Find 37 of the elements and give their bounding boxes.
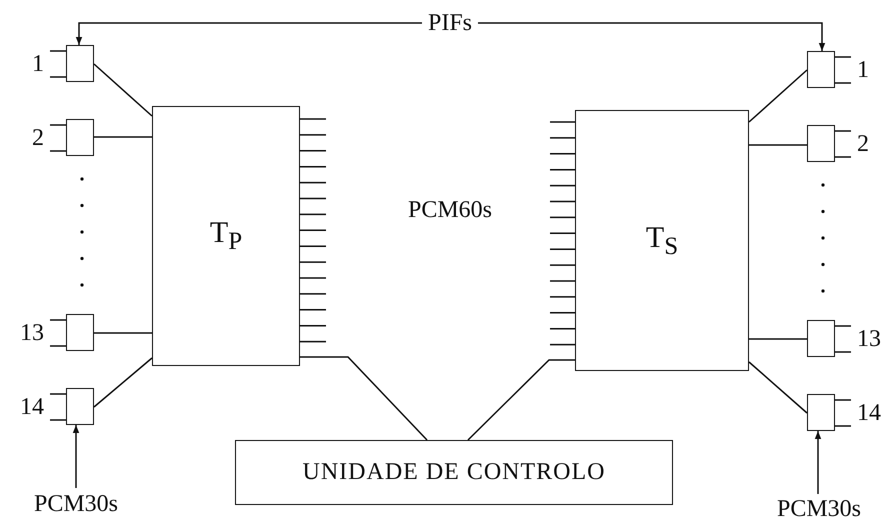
connector-line: [749, 144, 807, 146]
port-number: 2: [857, 130, 870, 158]
interface-box: [807, 51, 835, 88]
port-number: 14: [857, 398, 882, 428]
switch-box: [152, 106, 300, 366]
port-number: 13: [19, 318, 44, 348]
port-number: 1: [857, 56, 870, 84]
arrow: [76, 22, 826, 51]
connector-line: [467, 359, 575, 441]
interface-box: [807, 394, 835, 431]
switch-box: [575, 110, 749, 371]
signal-label: PCM30s: [34, 490, 118, 518]
unit-name: UNIDADE DE CONTROLO: [302, 459, 606, 486]
connector-line: [300, 356, 428, 441]
signal-label: PCM30s: [776, 496, 862, 522]
interface-box: [66, 119, 94, 156]
switch-name: T$_{P}$: [210, 216, 242, 256]
interface-box: [807, 320, 835, 357]
interface-box: [66, 45, 94, 82]
control-unit-box: [235, 440, 673, 505]
connector-line: [94, 357, 152, 408]
port-number: 13: [857, 324, 882, 354]
connector-line: [749, 338, 807, 340]
interface-box: [807, 125, 835, 162]
connector-line: [748, 69, 808, 123]
interface-box: [66, 314, 94, 351]
switch-name: T$_{S}$: [646, 220, 678, 260]
port-number: 14: [19, 392, 44, 422]
arrow: [814, 431, 822, 494]
connector-line: [94, 63, 152, 117]
port-number: 2: [31, 124, 44, 152]
interface-box: [66, 388, 94, 425]
connector-line: [94, 332, 152, 334]
connector-line: [748, 361, 808, 414]
arrow: [72, 425, 80, 488]
port-number: 1: [31, 50, 44, 78]
connector-line: [94, 136, 152, 138]
